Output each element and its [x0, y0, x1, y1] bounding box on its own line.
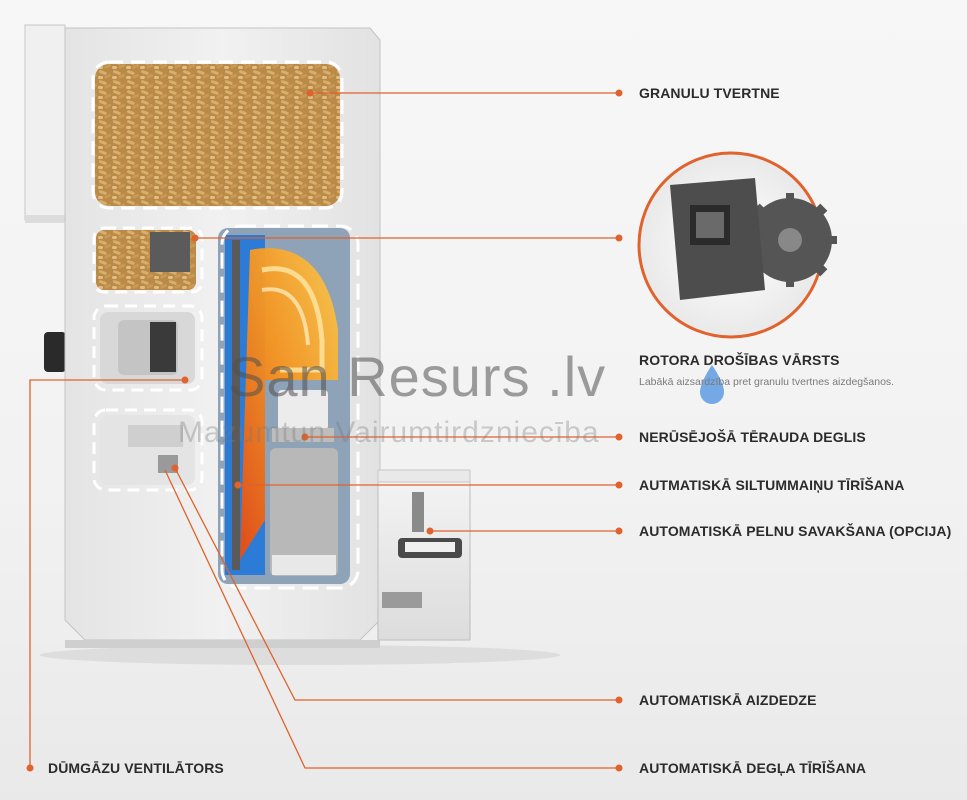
watermark-main: San Resurs .lv: [228, 345, 607, 408]
label-siltummainu-tirisana: AUTMATISKĀ SILTUMMAIŅU TĪRĪŠANA: [639, 477, 905, 493]
label-automatiska-aizdedze: AUTOMATISKĀ AIZDEDZE: [639, 692, 817, 708]
watermark-sub: Mazumtun Vairumtirdzniecība: [178, 416, 600, 449]
label-degla-tirisana: AUTOMATISKĀ DEGĻA TĪRĪŠANA: [639, 760, 867, 776]
label-rotora-subtitle: Labākā aizsardzība pret granulu tvertnes…: [639, 376, 895, 388]
label-dumgazu-ventilators: DŪMGĀZU VENTILĀTORS: [48, 760, 224, 776]
label-rotora-drosibas-varsts: ROTORA DROŠĪBAS VĀRSTS: [639, 352, 840, 368]
label-nerusejosa-deglis: NERŪSĒJOŠĀ TĒRAUDA DEGLIS: [639, 429, 866, 445]
label-pelnu-savaksana: AUTOMATISKĀ PELNU SAVAKŠANA (OPCIJA): [639, 523, 952, 539]
label-granulu-tvertne: GRANULU TVERTNE: [639, 85, 780, 101]
